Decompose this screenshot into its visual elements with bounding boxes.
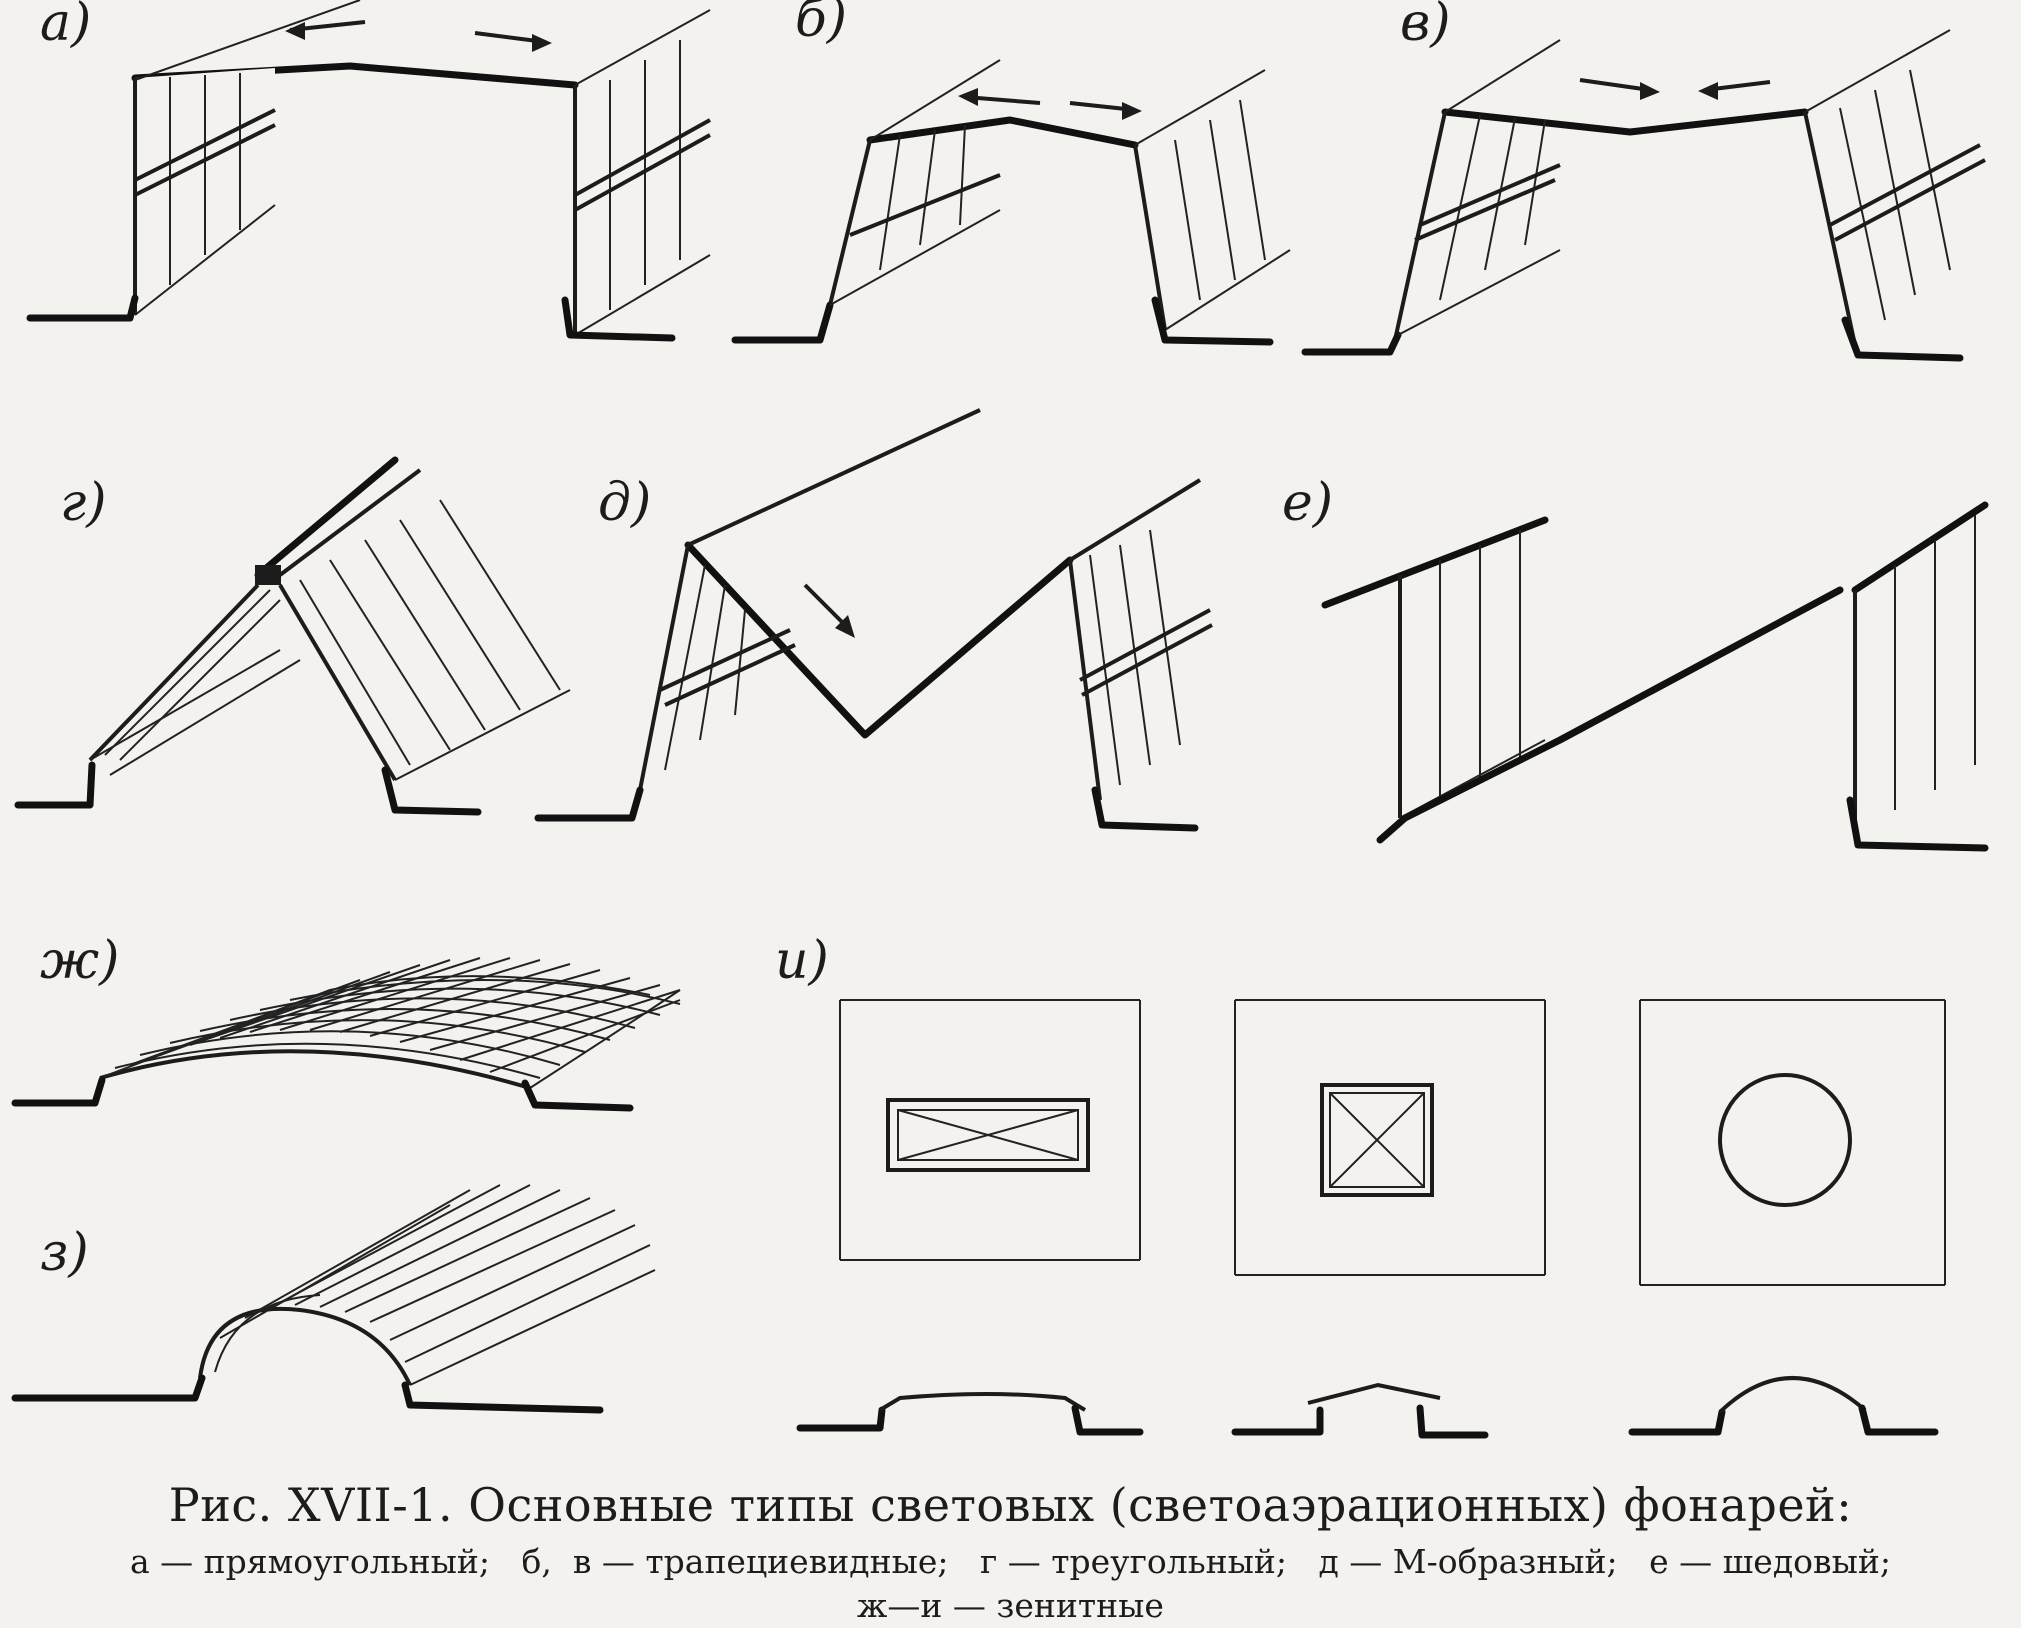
section-square-skylight xyxy=(1231,1382,1489,1439)
section-round-skylight xyxy=(1628,1376,1939,1436)
plan-square-skylight xyxy=(1234,999,1546,1276)
panel-i-zenith-plans: и) xyxy=(775,931,1946,1439)
panel-v-trapezoidal-lantern: в) xyxy=(1301,0,1986,362)
panel-label-z: з) xyxy=(40,1223,89,1283)
caption-legend-line-2: ж—и — зенитные xyxy=(857,1586,1164,1625)
panel-a-rectangular-lantern: а) xyxy=(26,0,711,342)
panel-label-v: в) xyxy=(1400,0,1451,53)
panel-label-b: б) xyxy=(795,0,847,49)
plan-round-skylight xyxy=(1639,999,1946,1286)
section-rectangular-skylight xyxy=(796,1392,1144,1436)
caption-legend-line-1: а — прямоугольный; б, в — трапециевидные… xyxy=(130,1542,1891,1581)
figure-caption-legend: а — прямоугольный; б, в — трапециевидные… xyxy=(0,1540,2021,1628)
figure-caption-title: Рис. XVII-1. Основные типы световых (све… xyxy=(168,1478,1853,1532)
panel-label-g: г) xyxy=(60,473,107,533)
panel-b-trapezoidal-lantern: б) xyxy=(731,0,1291,346)
panel-label-e: е) xyxy=(1282,473,1333,533)
panel-label-zh: ж) xyxy=(40,931,119,991)
panel-e-sawtooth-lantern: е) xyxy=(1282,473,1989,852)
panel-label-d: д) xyxy=(598,473,651,533)
plan-rectangular-skylight xyxy=(839,999,1141,1261)
panel-d-m-shaped-lantern: д) xyxy=(534,408,1213,832)
panel-zh-zenith-grid-lantern: ж) xyxy=(11,931,681,1112)
panel-g-triangular-lantern: г) xyxy=(14,456,571,816)
panel-label-i: и) xyxy=(775,931,829,991)
panel-label-a: а) xyxy=(40,0,91,53)
panel-z-zenith-vault-lantern: з) xyxy=(11,1184,656,1414)
